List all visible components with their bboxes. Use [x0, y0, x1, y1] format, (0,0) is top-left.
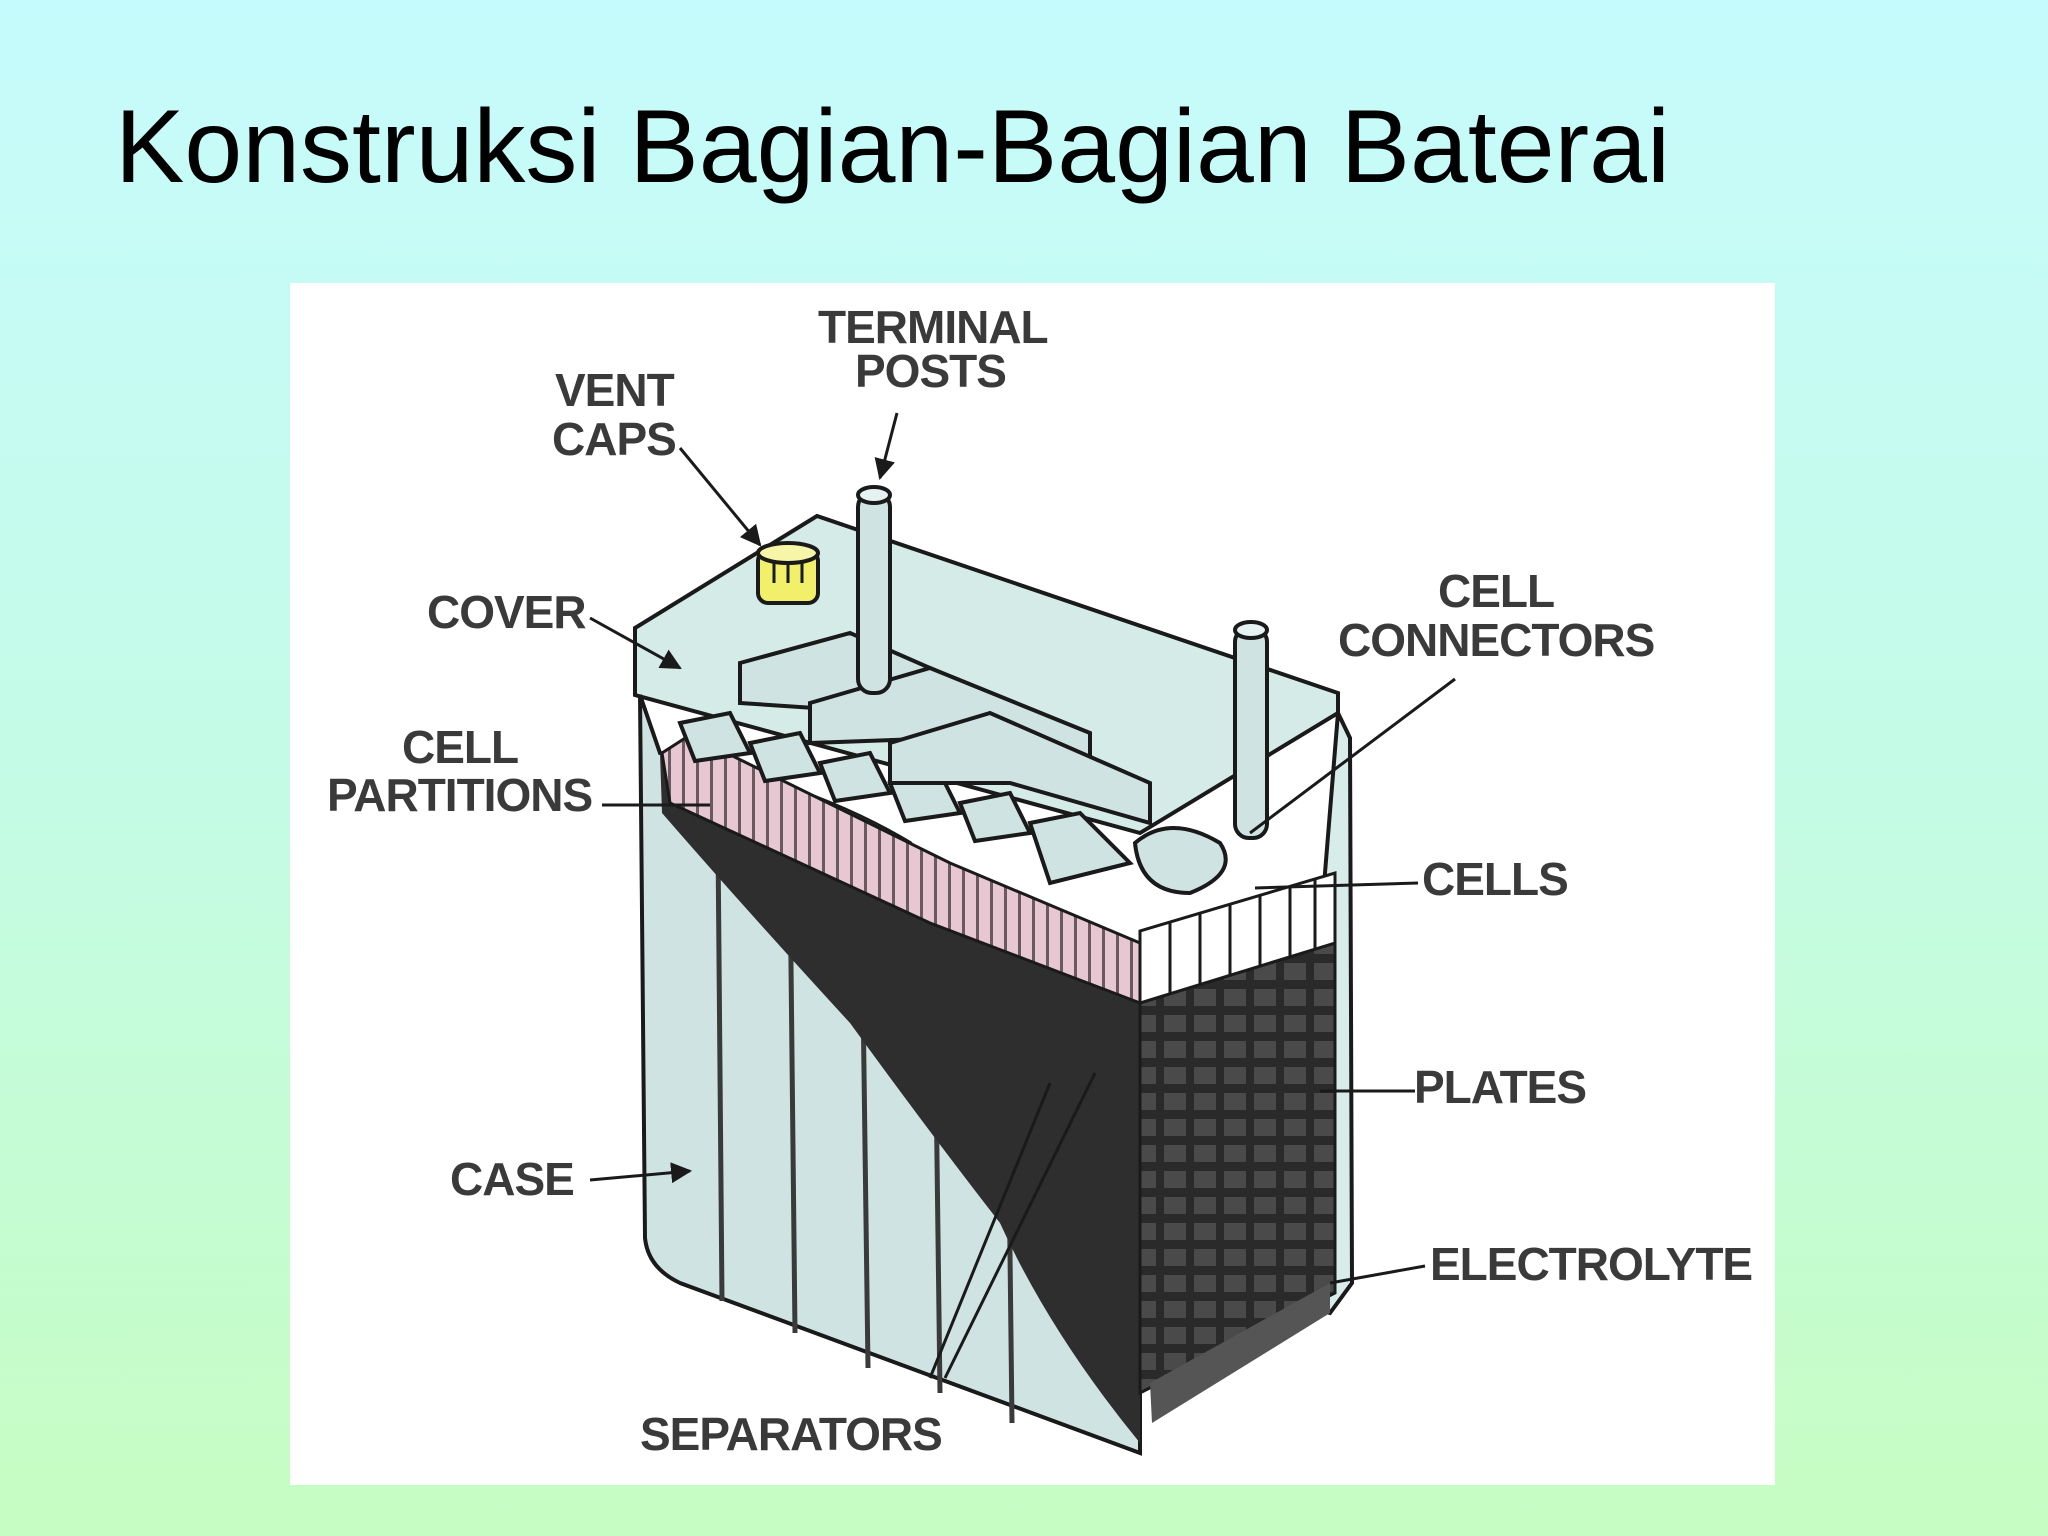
label-cell-connectors-2: CONNECTORS — [1338, 614, 1654, 666]
label-vent-caps-2: CAPS — [552, 413, 676, 465]
leader-separators-b — [943, 1072, 1097, 1379]
label-cell-partitions-2: PARTITIONS — [327, 769, 592, 821]
label-separators: SEPARATORS — [640, 1408, 942, 1460]
label-plates: PLATES — [1414, 1061, 1586, 1113]
label-vent-caps-1: VENT — [555, 364, 675, 416]
battery-diagram: TERMINAL POSTS VENT CAPS COVER CELL CONN… — [290, 283, 1775, 1485]
label-terminal-posts-2: POSTS — [855, 345, 1006, 397]
label-cell-connectors-1: CELL — [1438, 565, 1554, 617]
leader-vent-caps — [678, 447, 762, 547]
label-case: CASE — [450, 1153, 574, 1205]
leader-separators-a — [928, 1082, 1052, 1379]
terminal-post-right — [1233, 626, 1269, 840]
leader-electrolyte — [1329, 1264, 1426, 1285]
leader-terminal-posts — [874, 412, 899, 481]
battery-illustration: TERMINAL POSTS VENT CAPS COVER CELL CONN… — [327, 301, 1753, 1460]
terminal-post-left — [856, 491, 892, 695]
leader-cell-connectors — [1249, 677, 1456, 835]
vent-cap — [756, 541, 820, 605]
leader-cells — [1254, 881, 1419, 890]
slide-title: Konstruksi Bagian-Bagian Baterai — [115, 89, 1671, 205]
label-cells: CELLS — [1422, 853, 1568, 905]
label-cover: COVER — [427, 586, 586, 638]
label-terminal-posts-1: TERMINAL — [818, 301, 1048, 353]
leader-cover — [589, 616, 682, 670]
plates-block — [660, 753, 1140, 1443]
label-electrolyte: ELECTROLYTE — [1430, 1238, 1752, 1290]
label-cell-partitions-1: CELL — [402, 721, 518, 773]
leader-case — [589, 1162, 693, 1184]
